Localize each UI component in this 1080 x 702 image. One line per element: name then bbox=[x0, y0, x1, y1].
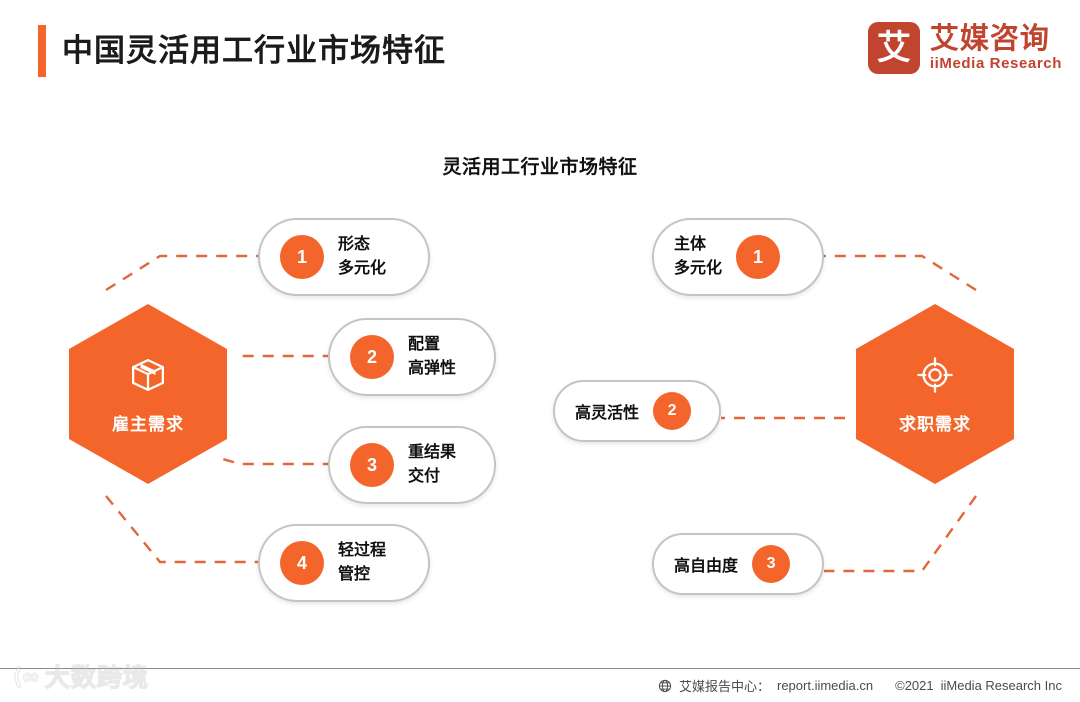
item-number-badge: 1 bbox=[280, 235, 324, 279]
logo-mark-icon: 艾 bbox=[867, 22, 920, 74]
logo-name-cn: 艾媒咨询 bbox=[929, 23, 1050, 55]
hub-jobseeker[interactable]: 求职需求 bbox=[845, 292, 1025, 496]
item-number-badge: 1 bbox=[736, 235, 781, 279]
footer-company: iiMedia Research Inc bbox=[940, 678, 1062, 693]
item-number-badge: 2 bbox=[350, 335, 394, 379]
item-line1: 形态 bbox=[338, 236, 371, 253]
item-number-badge: 2 bbox=[653, 392, 692, 430]
item-line1: 高自由度 bbox=[674, 558, 739, 575]
watermark: ⟨∞ 大数跨境 bbox=[11, 658, 149, 694]
list-item-left-4[interactable]: 4 轻过程 管控 bbox=[258, 524, 430, 602]
slide-header: 中国灵活用工行业市场特征 艾 艾媒咨询 iiMedia Research bbox=[0, 0, 1080, 110]
brand-logo: 艾 艾媒咨询 iiMedia Research bbox=[867, 22, 1062, 74]
item-line2: 高弹性 bbox=[408, 360, 457, 377]
logo-text: 艾媒咨询 iiMedia Research bbox=[930, 23, 1062, 73]
item-line2: 多元化 bbox=[674, 260, 723, 277]
item-line1: 轻过程 bbox=[338, 542, 387, 559]
diagram-area: 雇主需求 求职需求 bbox=[0, 190, 1080, 630]
item-text: 形态 多元化 bbox=[338, 233, 386, 281]
connector-left-1 bbox=[105, 254, 258, 292]
target-crosshair-icon bbox=[917, 356, 953, 393]
item-line2: 多元化 bbox=[338, 260, 387, 277]
item-text: 主体 多元化 bbox=[674, 233, 722, 281]
item-line1: 主体 bbox=[674, 236, 707, 253]
page-title: 中国灵活用工行业市场特征 bbox=[62, 33, 446, 68]
item-number-badge: 4 bbox=[280, 541, 324, 585]
logo-name-en: iiMedia Research bbox=[929, 55, 1062, 72]
title-accent-bar bbox=[38, 25, 46, 77]
footer-divider bbox=[0, 668, 1080, 669]
globe-icon bbox=[658, 679, 672, 692]
list-item-right-1[interactable]: 主体 多元化 1 bbox=[652, 218, 824, 296]
hub-label: 求职需求 bbox=[899, 414, 971, 434]
list-item-left-2[interactable]: 2 配置 高弹性 bbox=[328, 318, 496, 396]
item-line1: 配置 bbox=[408, 336, 441, 353]
hub-employer[interactable]: 雇主需求 bbox=[58, 292, 238, 496]
list-item-right-2[interactable]: 高灵活性 2 bbox=[553, 380, 721, 442]
watermark-text: 大数跨境 bbox=[44, 663, 149, 692]
list-item-right-3[interactable]: 高自由度 3 bbox=[652, 533, 824, 595]
connector-right-1 bbox=[824, 254, 977, 292]
item-text: 高自由度 bbox=[674, 552, 738, 576]
list-item-left-3[interactable]: 3 重结果 交付 bbox=[328, 426, 496, 504]
package-box-icon bbox=[131, 358, 165, 391]
item-line1: 重结果 bbox=[408, 444, 457, 461]
hub-label: 雇主需求 bbox=[112, 414, 184, 434]
connector-right-3 bbox=[824, 495, 977, 573]
chart-subtitle: 灵活用工行业市场特征 bbox=[442, 157, 638, 178]
item-number-badge: 3 bbox=[752, 545, 791, 583]
item-number-badge: 3 bbox=[350, 443, 394, 487]
watermark-mark-icon: ⟨∞ bbox=[11, 662, 39, 689]
item-text: 高灵活性 bbox=[575, 399, 639, 423]
item-text: 配置 高弹性 bbox=[408, 333, 456, 381]
item-line2: 交付 bbox=[408, 468, 441, 485]
item-line2: 管控 bbox=[338, 566, 371, 583]
list-item-left-1[interactable]: 1 形态 多元化 bbox=[258, 218, 430, 296]
footer-source: 艾媒报告中心： report.iimedia.cn ©2021 iiMedia … bbox=[658, 676, 1062, 695]
item-text: 轻过程 管控 bbox=[338, 539, 386, 587]
connector-left-4 bbox=[105, 495, 258, 564]
footer-copyright: ©2021 bbox=[895, 678, 934, 693]
footer-source-url[interactable]: report.iimedia.cn bbox=[777, 678, 874, 693]
footer-source-label: 艾媒报告中心： bbox=[678, 679, 770, 694]
item-line1: 高灵活性 bbox=[575, 405, 640, 422]
item-text: 重结果 交付 bbox=[408, 441, 456, 489]
connector-lines bbox=[105, 254, 977, 573]
